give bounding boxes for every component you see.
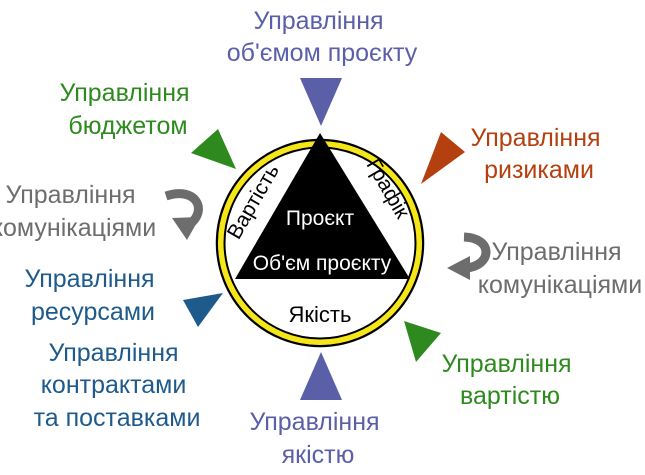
communications-left-curved-arrow-icon bbox=[164, 189, 203, 240]
communications-management-left-label: Управління комунікаціями bbox=[0, 181, 156, 242]
communications-right-curved-arrow-icon bbox=[447, 232, 491, 280]
contracts-management-label: Управління контрактами та поставками bbox=[34, 339, 201, 432]
risks-arrow-icon bbox=[421, 132, 465, 184]
triangle-base-label: Об'єм проєкту bbox=[253, 252, 392, 275]
budget-management-label: Управління бюджетом bbox=[59, 79, 196, 140]
cost-management-label: Управління вартістю bbox=[441, 350, 578, 410]
quality-arrow-icon bbox=[300, 352, 342, 400]
quality-core-label: Якість bbox=[289, 302, 352, 327]
cost-arrow-icon bbox=[404, 321, 441, 362]
budget-arrow-icon bbox=[191, 129, 236, 169]
scope-management-label: Управління об'ємом проєкту bbox=[227, 7, 418, 67]
communications-management-right-label: Управління комунікаціями bbox=[478, 238, 642, 299]
scope-arrow-icon bbox=[300, 78, 342, 126]
resource-management-label: Управління ресурсами bbox=[24, 265, 161, 326]
project-triangle bbox=[235, 133, 410, 279]
quality-management-label: Управління якістю bbox=[249, 408, 386, 469]
risk-management-label: Управління ризиками bbox=[470, 124, 607, 184]
triangle-center-label: Проєкт bbox=[286, 207, 355, 230]
resources-arrow-icon bbox=[183, 293, 223, 327]
